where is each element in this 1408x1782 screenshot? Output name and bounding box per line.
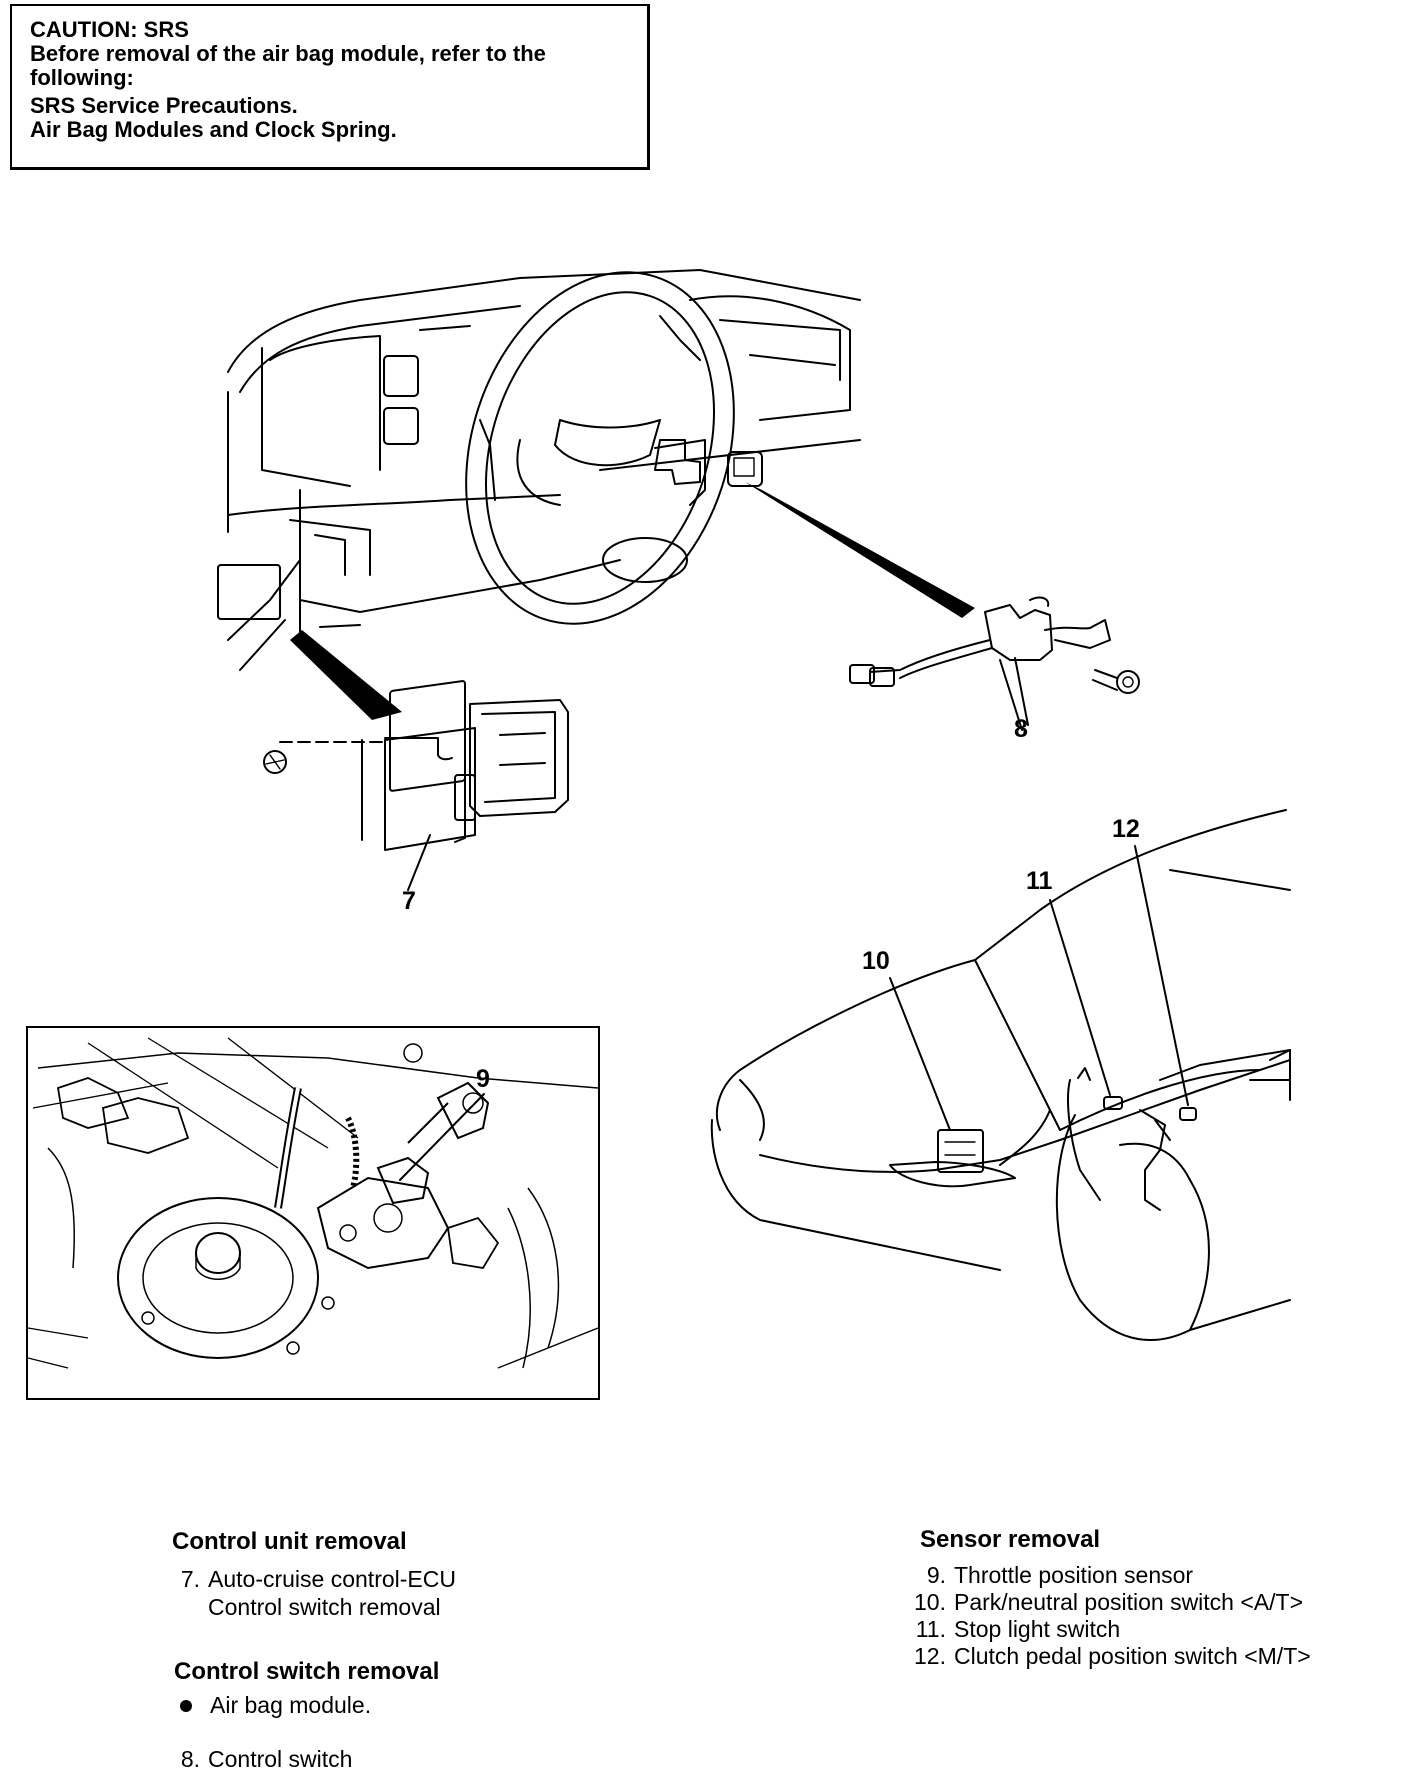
pointer-wedge-7 (290, 630, 402, 720)
item-number: 8. (180, 1746, 200, 1772)
car-front-illustration (710, 809, 1291, 1341)
list-item: 12. Clutch pedal position switch <M/T> (906, 1643, 1311, 1669)
control-unit-title: Control unit removal (172, 1528, 407, 1555)
callout-11: 11 (1026, 867, 1053, 895)
item-text: Air bag module. (210, 1692, 372, 1718)
list-item: 7. Auto-cruise control-ECU (180, 1566, 456, 1592)
caution-heading: CAUTION: SRS (30, 17, 189, 42)
list-item: Control switch removal (208, 1594, 441, 1620)
list-item: 8. Control switch (180, 1746, 353, 1772)
caution-line-2: following: (30, 65, 134, 90)
item-text: Auto-cruise control-ECU (208, 1566, 456, 1592)
item-text: Throttle position sensor (954, 1562, 1194, 1588)
item-text: Control switch removal (208, 1594, 441, 1620)
control-switch-illustration (849, 596, 1140, 731)
caution-reference-2: Air Bag Modules and Clock Spring. (30, 117, 397, 142)
control-switch-title: Control switch removal (174, 1658, 440, 1685)
item-number: 9. (926, 1562, 946, 1588)
item-number: 11. (915, 1616, 946, 1642)
item-text: Control switch (208, 1746, 353, 1772)
item-number: 7. (180, 1566, 200, 1592)
list-item: Air bag module. (178, 1692, 371, 1718)
callout-9: 9 (476, 1065, 490, 1093)
sensor-removal-title: Sensor removal (920, 1526, 1101, 1553)
throttle-sensor-inset (26, 1026, 600, 1400)
callout-12: 12 (1112, 815, 1140, 843)
engine-illustration (28, 1037, 598, 1369)
item-text: Park/neutral position switch <A/T> (954, 1589, 1303, 1615)
callout-10: 10 (862, 947, 890, 975)
callout-8: 8 (1014, 715, 1028, 743)
item-number: 10. (914, 1589, 946, 1615)
callout-7: 7 (402, 887, 416, 915)
list-item: 10. Park/neutral position switch <A/T> (906, 1589, 1303, 1615)
list-item: 9. Throttle position sensor (906, 1562, 1193, 1588)
list-item: 11. Stop light switch (906, 1616, 1120, 1642)
bullet-icon (180, 1699, 192, 1712)
item-text: Clutch pedal position switch <M/T> (954, 1643, 1311, 1669)
ecu-illustration (263, 680, 569, 891)
item-number: 12. (914, 1643, 946, 1669)
pointer-wedge-8 (745, 482, 975, 618)
caution-box: CAUTION: SRS Before removal of the air b… (10, 4, 650, 170)
item-text: Stop light switch (954, 1616, 1121, 1642)
leader-line-8 (1014, 657, 1029, 726)
caution-reference-1: SRS Service Precautions. (30, 93, 298, 118)
caution-line-1: Before removal of the air bag module, re… (30, 41, 546, 66)
dashboard-illustration (217, 269, 861, 671)
